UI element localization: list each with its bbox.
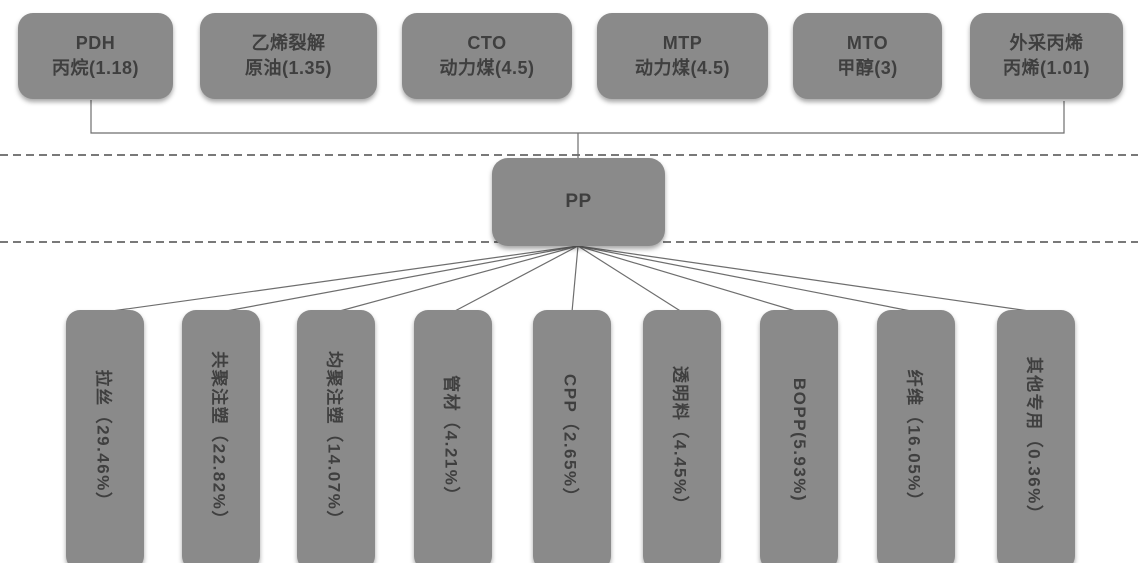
- pp-to-touming-line: [577, 245, 683, 313]
- source-subtitle: 丙烯(1.01): [1002, 58, 1091, 78]
- downstream-label: CPP（2.65%）: [560, 373, 580, 507]
- source-box-cto: CTO 动力煤(4.5): [402, 13, 572, 99]
- source-subtitle: 动力煤(4.5): [634, 58, 730, 78]
- source-subtitle: 甲醇(3): [837, 58, 898, 78]
- downstream-box-junju-zhusu: 均聚注塑（14.07%）: [297, 310, 375, 563]
- downstream-box-gongju-zhusu: 共聚注塑（22.82%）: [182, 310, 260, 563]
- downstream-label: 其他专用（0.36%）: [1024, 356, 1044, 524]
- pp-to-guancai-line: [452, 245, 579, 313]
- source-subtitle: 动力煤(4.5): [439, 58, 535, 78]
- pp-to-qita-line: [577, 245, 1037, 313]
- downstream-label: 共聚注塑（22.82%）: [209, 351, 229, 529]
- source-box-mtp: MTP 动力煤(4.5): [597, 13, 768, 99]
- downstream-box-bopp: BOPP(5.93%): [760, 310, 838, 563]
- downstream-label: BOPP(5.93%): [790, 377, 809, 503]
- source-title: 外采丙烯: [1009, 32, 1084, 53]
- source-box-pdh: PDH 丙烷(1.18): [18, 13, 173, 99]
- downstream-box-xianwei: 纤维（16.05%）: [877, 310, 955, 563]
- source-title: MTO: [846, 32, 889, 53]
- downstream-box-cpp: CPP（2.65%）: [533, 310, 611, 563]
- source-title: MTP: [662, 32, 703, 53]
- source-subtitle: 丙烷(1.18): [51, 58, 140, 78]
- pp-to-gongju-line: [220, 245, 579, 313]
- source-box-purchased-propylene: 外采丙烯 丙烯(1.01): [970, 13, 1123, 99]
- source-box-steam-cracking: 乙烯裂解 原油(1.35): [200, 13, 377, 99]
- source-title: CTO: [467, 32, 507, 53]
- pp-to-junju-line: [335, 245, 579, 313]
- downstream-label: 均聚注塑（14.07%）: [324, 351, 344, 529]
- downstream-label: 拉丝（29.46%）: [93, 369, 113, 511]
- downstream-box-touming-liao: 透明料（4.45%）: [643, 310, 721, 563]
- downstream-box-guancai: 管材（4.21%）: [414, 310, 492, 563]
- source-title: 乙烯裂解: [251, 32, 326, 53]
- source-title: PDH: [75, 32, 116, 53]
- downstream-box-lasi: 拉丝（29.46%）: [66, 310, 144, 563]
- source-box-mto: MTO 甲醇(3): [793, 13, 942, 99]
- pp-to-xianwei-line: [577, 245, 917, 313]
- top-bracket-line: [90, 100, 1065, 134]
- downstream-box-qita-zhuanyong: 其他专用（0.36%）: [997, 310, 1075, 563]
- downstream-label: 纤维（16.05%）: [904, 369, 924, 511]
- pp-label: PP: [565, 191, 592, 212]
- pp-to-cpp-line: [571, 245, 579, 313]
- pp-to-lasi-line: [104, 245, 579, 313]
- downstream-label: 管材（4.21%）: [441, 375, 461, 505]
- pp-to-bopp-line: [577, 245, 800, 313]
- pp-node: PP: [492, 158, 665, 246]
- source-subtitle: 原油(1.35): [244, 58, 333, 78]
- downstream-label: 透明料（4.45%）: [670, 365, 690, 515]
